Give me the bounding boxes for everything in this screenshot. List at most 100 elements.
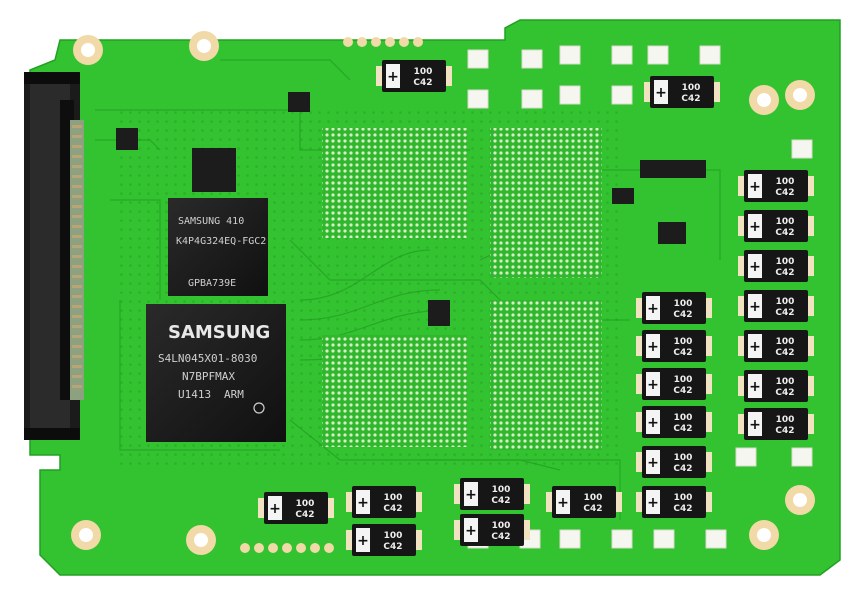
capacitor-value: 100 bbox=[776, 377, 795, 387]
controller-marking-line2: N7BPFMAX bbox=[182, 370, 235, 383]
capacitor-code: C42 bbox=[583, 504, 602, 514]
capacitor-value: 100 bbox=[492, 485, 511, 495]
svg-text:+: + bbox=[269, 501, 281, 517]
capacitor-code: C42 bbox=[681, 94, 700, 104]
capacitor-value: 100 bbox=[776, 415, 795, 425]
capacitor-code: C42 bbox=[383, 504, 402, 514]
capacitor-code: C42 bbox=[673, 348, 692, 358]
capacitor-value: 100 bbox=[584, 493, 603, 503]
capacitor-value: 100 bbox=[776, 177, 795, 187]
capacitor-code: C42 bbox=[775, 228, 794, 238]
svg-text:+: + bbox=[749, 259, 761, 275]
capacitor-value: 100 bbox=[674, 337, 693, 347]
capacitor-code: C42 bbox=[775, 426, 794, 436]
nand-footprint-top-left bbox=[322, 128, 467, 238]
small-ics bbox=[116, 92, 706, 326]
svg-text:+: + bbox=[357, 495, 369, 511]
capacitor-code: C42 bbox=[673, 424, 692, 434]
capacitor-code: C42 bbox=[491, 496, 510, 506]
svg-text:+: + bbox=[647, 415, 659, 431]
capacitor-value: 100 bbox=[776, 297, 795, 307]
svg-text:+: + bbox=[647, 301, 659, 317]
capacitor-value: 100 bbox=[776, 337, 795, 347]
capacitor-value: 100 bbox=[384, 493, 403, 503]
mounting-holes bbox=[71, 31, 815, 555]
capacitor-code: C42 bbox=[775, 348, 794, 358]
capacitor-code: C42 bbox=[775, 308, 794, 318]
svg-text:+: + bbox=[749, 379, 761, 395]
capacitor-value: 100 bbox=[492, 521, 511, 531]
tantalum-capacitors: +100C42+100C42+100C42+100C42+100C42+100C… bbox=[258, 60, 814, 556]
capacitor-code: C42 bbox=[673, 386, 692, 396]
capacitor-code: C42 bbox=[775, 268, 794, 278]
nand-footprint-bottom-right bbox=[490, 300, 602, 450]
dram-marking-line3: GPBA739E bbox=[188, 278, 236, 289]
svg-text:+: + bbox=[749, 179, 761, 195]
capacitor-value: 100 bbox=[776, 257, 795, 267]
svg-text:+: + bbox=[749, 219, 761, 235]
capacitor-code: C42 bbox=[383, 542, 402, 552]
controller-marking-line3-right: ARM bbox=[224, 388, 244, 401]
pcb-board bbox=[29, 19, 841, 576]
svg-text:+: + bbox=[749, 417, 761, 433]
capacitor-value: 100 bbox=[384, 531, 403, 541]
svg-text:+: + bbox=[647, 455, 659, 471]
capacitor-value: 100 bbox=[674, 413, 693, 423]
controller-brand: SAMSUNG bbox=[168, 322, 270, 343]
svg-text:+: + bbox=[557, 495, 569, 511]
svg-text:+: + bbox=[465, 523, 477, 539]
controller-marking-line3-left: U1413 bbox=[178, 388, 211, 401]
nand-footprint-bottom-left bbox=[322, 335, 467, 447]
svg-text:+: + bbox=[465, 487, 477, 503]
capacitor-code: C42 bbox=[295, 510, 314, 520]
capacitor-value: 100 bbox=[674, 375, 693, 385]
capacitor-code: C42 bbox=[673, 310, 692, 320]
svg-text:+: + bbox=[655, 85, 667, 101]
svg-text:+: + bbox=[749, 299, 761, 315]
dram-marking-line2: K4P4G324EQ-FGC2 bbox=[176, 236, 266, 247]
capacitor-code: C42 bbox=[775, 188, 794, 198]
pad-row-top bbox=[343, 37, 423, 47]
svg-text:+: + bbox=[647, 377, 659, 393]
capacitor-value: 100 bbox=[674, 453, 693, 463]
controller-marking-line1: S4LN045X01-8030 bbox=[158, 352, 257, 365]
dram-marking-line1: SAMSUNG 410 bbox=[178, 216, 244, 227]
svg-text:+: + bbox=[647, 339, 659, 355]
capacitor-value: 100 bbox=[776, 217, 795, 227]
dram-chip: SAMSUNG 410 K4P4G324EQ-FGC2 GPBA739E bbox=[168, 198, 268, 296]
svg-text:+: + bbox=[357, 533, 369, 549]
nand-footprint-top-right bbox=[490, 128, 602, 278]
capacitor-value: 100 bbox=[414, 67, 433, 77]
capacitor-value: 100 bbox=[296, 499, 315, 509]
capacitor-value: 100 bbox=[682, 83, 701, 93]
capacitor-value: 100 bbox=[674, 493, 693, 503]
controller-chip: SAMSUNG S4LN045X01-8030 N7BPFMAX U1413 A… bbox=[146, 304, 286, 442]
svg-text:+: + bbox=[749, 339, 761, 355]
capacitor-code: C42 bbox=[413, 78, 432, 88]
sata-connector bbox=[24, 72, 84, 440]
capacitor-code: C42 bbox=[673, 464, 692, 474]
pad-row-bottom bbox=[240, 543, 334, 553]
capacitor-code: C42 bbox=[775, 388, 794, 398]
